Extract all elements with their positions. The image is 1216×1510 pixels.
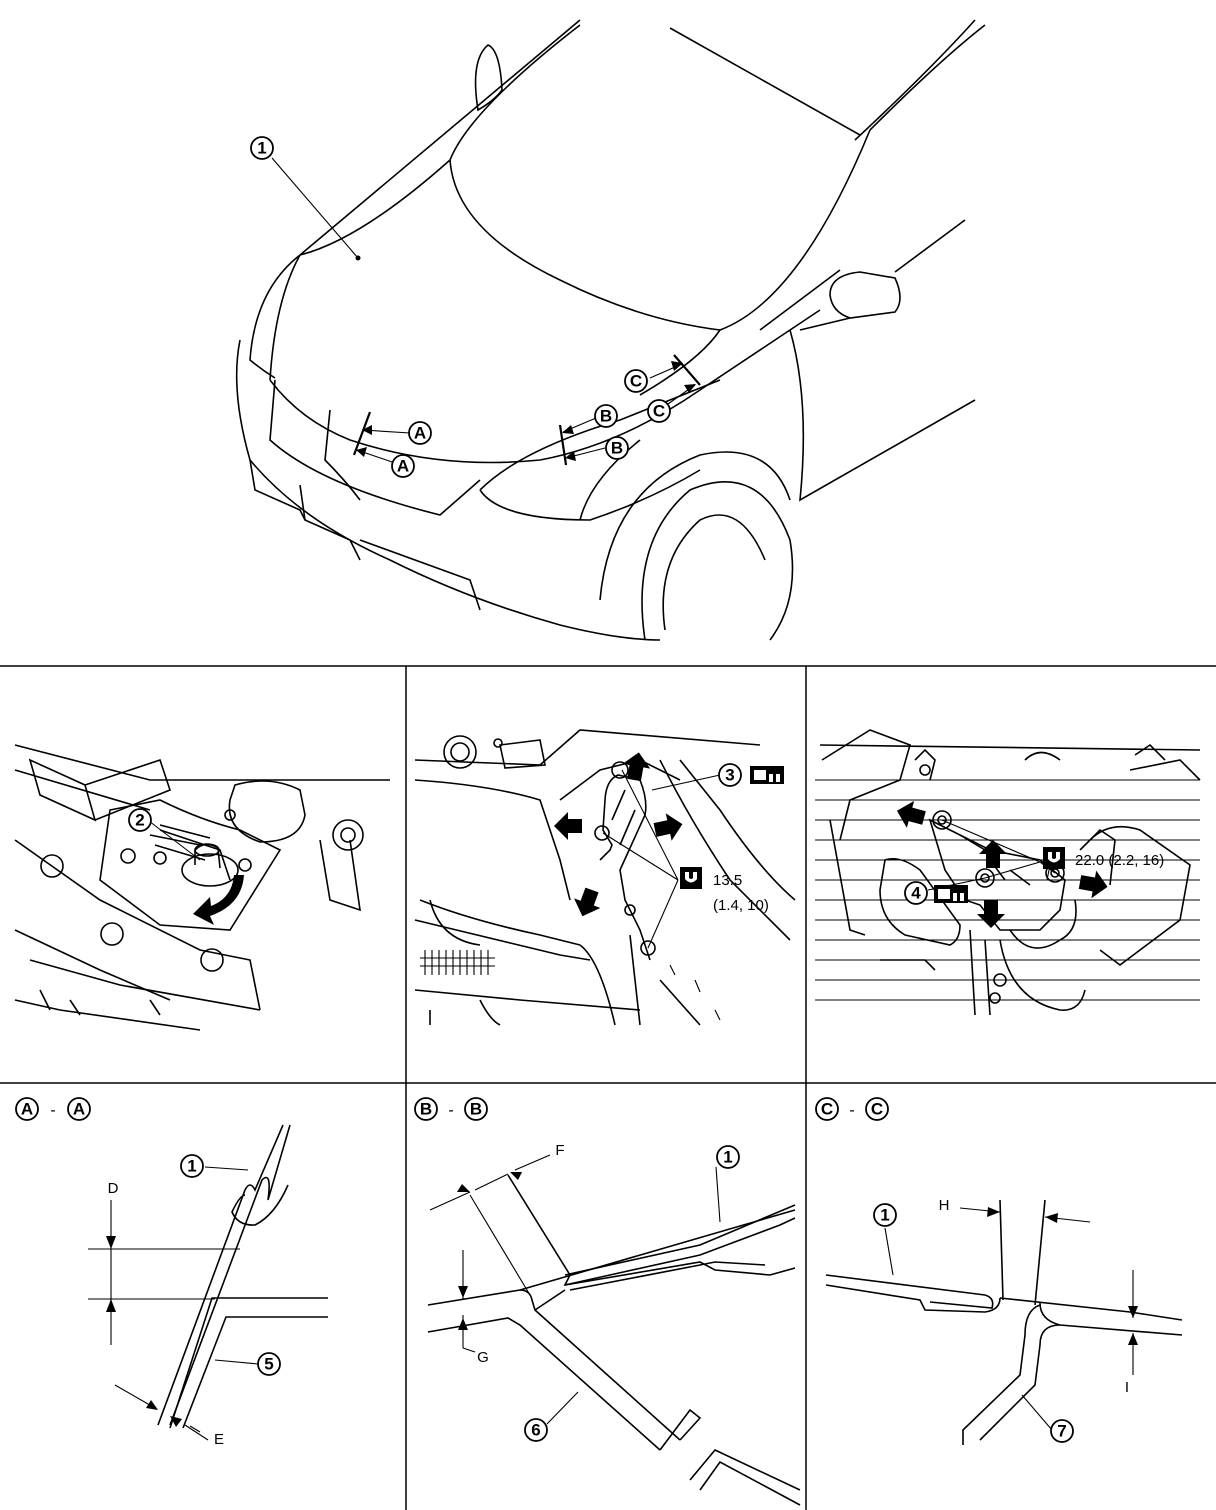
svg-text:C: C <box>821 1100 833 1119</box>
svg-text:B: B <box>611 439 623 458</box>
section-b-label-1: B <box>594 404 618 428</box>
svg-text:4: 4 <box>911 884 921 903</box>
part-1-callout-bb: 1 <box>716 1145 740 1169</box>
lock-panel <box>815 729 1201 1016</box>
hinge-panel <box>414 729 796 1026</box>
svg-text:C: C <box>630 372 642 391</box>
section-a-title: A - A <box>15 1097 91 1121</box>
hinge-torque-value: 13.5 <box>713 872 742 889</box>
section-c-title: C - C <box>815 1097 889 1121</box>
dimension-f-label: F <box>555 1142 564 1159</box>
svg-text:1: 1 <box>187 1157 196 1176</box>
svg-text:1: 1 <box>257 139 266 158</box>
dimension-d-label: D <box>108 1180 119 1197</box>
section-b-label-2: B <box>605 436 629 460</box>
hinge-torque-units: (1.4, 10) <box>713 897 769 914</box>
lock-callout: 4 <box>904 881 928 905</box>
svg-text:-: - <box>50 1102 55 1119</box>
svg-text:A: A <box>73 1100 85 1119</box>
part-1-callout-cc: 1 <box>873 1203 897 1227</box>
svg-text:6: 6 <box>531 1421 540 1440</box>
section-a-label-2: A <box>391 454 415 478</box>
dimension-g-label: G <box>477 1349 489 1366</box>
panel-grid <box>0 665 1216 1510</box>
svg-text:-: - <box>849 1102 854 1119</box>
section-c-label-1: C <box>624 369 648 393</box>
svg-text:C: C <box>653 402 665 421</box>
part-1-callout-aa: 1 <box>180 1154 204 1178</box>
section-c-drawing <box>825 1199 1183 1445</box>
dimension-h-label: H <box>939 1197 950 1214</box>
adjust-symbol-icon <box>934 885 968 903</box>
torque-wrench-icon <box>1043 847 1065 869</box>
adjust-symbol-icon <box>750 766 784 784</box>
section-a-label-1: A <box>408 421 432 445</box>
section-b-title: B - B <box>414 1097 488 1121</box>
torque-wrench-icon <box>680 867 702 889</box>
part-5-callout: 5 <box>257 1352 281 1376</box>
vehicle-overview <box>235 19 986 641</box>
svg-text:2: 2 <box>135 811 144 830</box>
svg-text:B: B <box>600 407 612 426</box>
section-a-drawing <box>88 1124 328 1441</box>
dimension-e-label: E <box>214 1431 224 1448</box>
stopper-panel <box>14 744 390 1031</box>
part-7-callout: 7 <box>1050 1419 1074 1443</box>
svg-text:A: A <box>21 1100 33 1119</box>
lock-torque-value: 22.0 (2.2, 16) <box>1075 852 1164 869</box>
svg-text:-: - <box>448 1102 453 1119</box>
svg-text:B: B <box>470 1100 482 1119</box>
stopper-callout: 2 <box>128 808 152 832</box>
svg-text:1: 1 <box>723 1148 732 1167</box>
svg-text:3: 3 <box>725 766 734 785</box>
part-6-callout: 6 <box>524 1418 548 1442</box>
svg-text:1: 1 <box>880 1206 889 1225</box>
section-b-drawing <box>427 1154 801 1506</box>
svg-text:A: A <box>397 457 409 476</box>
svg-text:C: C <box>871 1100 883 1119</box>
section-c-label-2: C <box>647 399 671 423</box>
svg-text:B: B <box>420 1100 432 1119</box>
svg-text:7: 7 <box>1057 1422 1066 1441</box>
svg-text:A: A <box>414 424 426 443</box>
dimension-i-label: I <box>1125 1379 1129 1396</box>
hinge-callout: 3 <box>718 763 742 787</box>
svg-text:5: 5 <box>264 1355 273 1374</box>
hood-callout: 1 <box>250 136 274 160</box>
